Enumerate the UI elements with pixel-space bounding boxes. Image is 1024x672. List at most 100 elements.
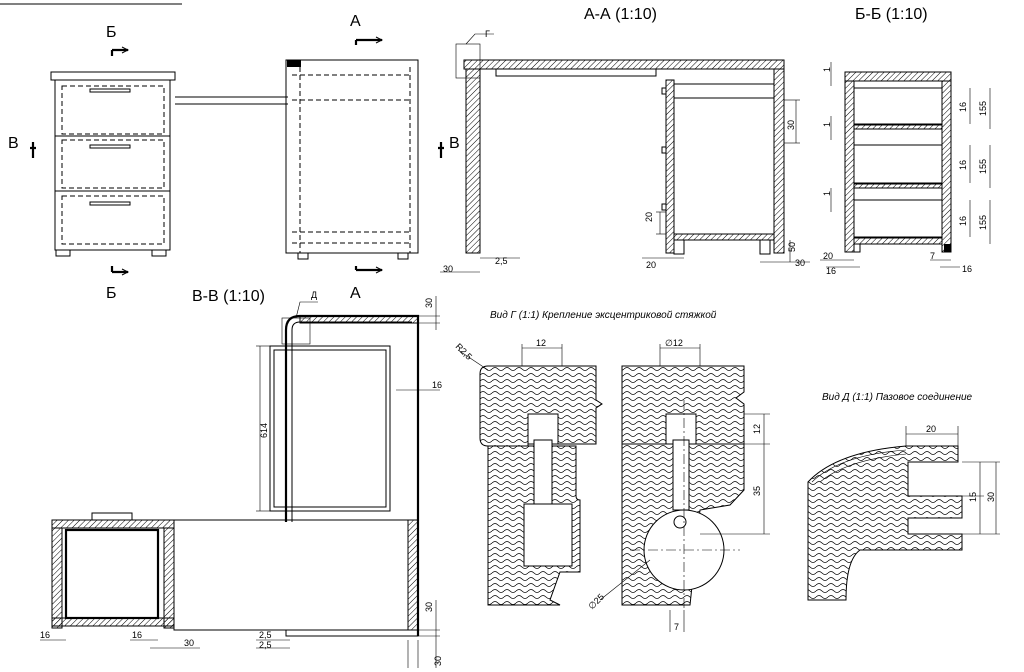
- bb-drawer-2: [853, 144, 943, 184]
- side-view: [285, 36, 444, 274]
- aa-right-wall: [773, 68, 785, 254]
- bb-dim-1-c: 1: [822, 191, 832, 196]
- section-aa-title: А-А (1:10): [584, 6, 657, 23]
- section-aa: [440, 33, 810, 273]
- vv-side-outline: [284, 314, 420, 636]
- cut-letter-b-top: Б: [106, 24, 117, 41]
- cut-mark-a-top: [354, 38, 382, 45]
- g-dim-dia25: ∅25: [586, 592, 606, 612]
- drawer-handle-3: [89, 201, 131, 206]
- vv-dim-614: 614: [259, 423, 269, 438]
- g-dim-35: 35: [752, 486, 762, 496]
- view-d: [807, 426, 1000, 601]
- cut-mark-v-right: [438, 142, 444, 158]
- bb-dim-1-a: 1: [822, 67, 832, 72]
- front-top-board: [50, 71, 176, 81]
- bb-dim-155-b: 155: [978, 159, 988, 174]
- vv-dim-30-b: 30: [184, 638, 194, 648]
- aa-dim-2-5: 2,5: [495, 256, 508, 266]
- cut-letter-b-bottom: Б: [106, 285, 117, 302]
- side-foot-left: [297, 252, 309, 260]
- vv-pedestal-top: [51, 519, 175, 529]
- aa-foot-right: [759, 239, 771, 255]
- vv-dim-16-side: 16: [432, 380, 442, 390]
- d-dim-w20: 20: [926, 424, 936, 434]
- bb-dim-7: 7: [930, 251, 935, 261]
- d-dim-15: 15: [968, 492, 978, 502]
- bb-shelf-2: [853, 183, 943, 189]
- g-dim-7: 7: [674, 622, 679, 632]
- vv-dim-2-5-b: 2,5: [259, 640, 272, 650]
- aa-callout-g-frame: [455, 43, 481, 79]
- cut-mark-a-bottom: [354, 266, 382, 272]
- aa-dim-50: 50: [787, 242, 797, 252]
- vv-desk-panel: [173, 519, 419, 631]
- aa-dim-20-side: 20: [644, 212, 654, 222]
- g-dim-12: 12: [752, 424, 762, 434]
- view-g-left-top-panel: [479, 365, 603, 447]
- callout-g-letter: Г: [485, 29, 490, 39]
- vv-dim-30-br: 30: [433, 656, 443, 666]
- aa-drawer-rail: [495, 68, 657, 77]
- front-view: [30, 46, 288, 276]
- g-dim-dia12: ∅12: [665, 338, 683, 348]
- cut-mark-v-left: [30, 142, 36, 158]
- bb-dim-155-a: 155: [978, 101, 988, 116]
- drawer-handle-1: [89, 88, 131, 93]
- vv-pedestal-right: [163, 527, 175, 629]
- drawer-2: [61, 139, 165, 189]
- bb-dim-16-right: 16: [962, 264, 972, 274]
- bb-dim-20: 20: [823, 251, 833, 261]
- aa-drawer-shelf: [673, 83, 775, 99]
- aa-inner-wall: [665, 79, 675, 254]
- cut-letter-v-right: В: [449, 135, 460, 152]
- bb-dim-16-b: 16: [958, 160, 968, 170]
- bb-right-wall: [941, 80, 952, 253]
- bb-left-wall: [844, 80, 855, 253]
- bb-dim-16-left: 16: [826, 266, 836, 276]
- cut-letter-v-left: В: [8, 135, 19, 152]
- section-vv: [40, 296, 489, 668]
- section-bb: [820, 62, 991, 268]
- section-bb-title: Б-Б (1:10): [855, 6, 928, 23]
- front-foot-right: [151, 249, 167, 257]
- cut-mark-b-top: [110, 48, 128, 56]
- aa-foot-left: [673, 239, 685, 255]
- cut-mark-b-bottom: [110, 266, 128, 274]
- aa-dim-30-top: 30: [786, 120, 796, 130]
- d-dim-30: 30: [986, 492, 996, 502]
- aa-dim-20-bottom: 20: [646, 260, 656, 270]
- bb-shelf-1: [853, 124, 943, 130]
- vv-dim-16-bm: 16: [132, 630, 142, 640]
- section-vv-title: В-В (1:10): [192, 288, 265, 305]
- view-g: [479, 344, 770, 632]
- bb-dim-1-b: 1: [822, 122, 832, 127]
- vv-handle: [91, 512, 133, 521]
- front-pedestal: [54, 79, 171, 251]
- bb-dim-16-a: 16: [958, 102, 968, 112]
- side-top-edge: [287, 60, 301, 67]
- aa-dim-30-left: 30: [443, 264, 453, 274]
- bb-drawer-3: [853, 199, 943, 238]
- vv-dim-2-5-a: 2,5: [259, 630, 272, 640]
- callout-d-letter: Д: [311, 290, 317, 300]
- cut-letter-a-bottom: А: [350, 285, 361, 302]
- bb-top-board: [844, 71, 952, 82]
- bb-drawer-1: [853, 87, 943, 125]
- vv-drawer-box: [64, 528, 160, 620]
- aa-bottom-board: [673, 233, 775, 241]
- drawer-handle-2: [89, 144, 131, 149]
- aa-left-leg: [465, 68, 481, 254]
- vv-top-edge: [299, 315, 419, 324]
- bb-bottom-board: [853, 237, 943, 245]
- side-outline: [285, 59, 419, 254]
- side-foot-right: [397, 252, 409, 260]
- vv-dim-30-right: 30: [424, 602, 434, 612]
- view-g-caption: Вид Г (1:1) Крепление эксцентриковой стя…: [490, 310, 717, 321]
- vv-dim-16-bl: 16: [40, 630, 50, 640]
- view-d-curved-top: [807, 445, 963, 601]
- vv-drawer-front: [269, 345, 391, 512]
- front-foot-left: [55, 249, 71, 257]
- aa-top-board: [463, 59, 785, 70]
